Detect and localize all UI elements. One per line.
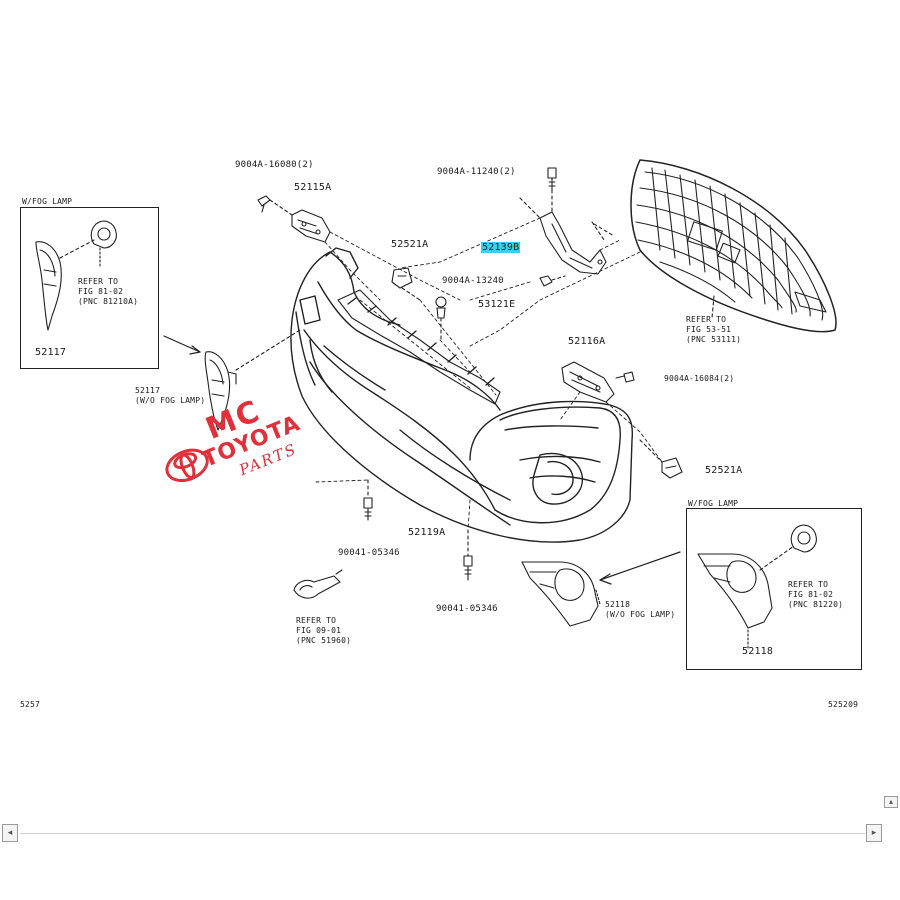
label-w-fog-lamp-left: W/FOG LAMP: [22, 197, 73, 206]
fog-lamp-left-box-art: [35, 220, 117, 331]
bracket-52115a-part: [257, 195, 331, 243]
label-9004a-13240: 9004A-13240: [442, 276, 504, 286]
triangle-left-icon: ◂: [7, 828, 13, 838]
label-9004a-11240: 9004A-11240(2): [437, 167, 516, 177]
label-90041-05346-left: 90041-05346: [338, 548, 400, 558]
bumper-cover-part: [290, 247, 634, 543]
label-52521a-upper: 52521A: [391, 239, 429, 250]
fog-lamp-right-box-art: [697, 524, 817, 649]
clip-52521a-upper-part: [391, 267, 421, 301]
label-90041-05346-right: 90041-05346: [436, 604, 498, 614]
highlighted-part-number: 52139B: [481, 242, 521, 253]
bracket-52139b-part: [519, 167, 615, 287]
label-52119a: 52119A: [408, 527, 446, 538]
fog-lamp-left-box: [20, 207, 159, 369]
label-52115a: 52115A: [294, 182, 332, 193]
label-refer-51960: REFER TO FIG 09-01 (PNC 51960): [296, 616, 352, 645]
scroll-left-button[interactable]: ◂: [2, 824, 18, 842]
bolt-right-part: [463, 529, 473, 581]
footer-left-code: 5257: [20, 700, 41, 709]
cover-52118-part: [521, 551, 681, 627]
label-52117-wo-fog: 52117 (W/O FOG LAMP): [135, 386, 206, 405]
clip-52521a-lower-part: [639, 439, 683, 479]
label-9004a-16084: 9004A-16084(2): [664, 374, 735, 383]
label-refer-81210a: REFER TO FIG 81-02 (PNC 81210A): [78, 277, 139, 306]
bracket-52116a-part: [561, 361, 635, 403]
label-refer-53111: REFER TO FIG 53-51 (PNC 53111): [686, 315, 742, 344]
label-9004a-16080: 9004A-16080(2): [235, 160, 314, 170]
fog-lamp-right-box: [686, 508, 862, 670]
label-52521a-lower: 52521A: [705, 465, 743, 476]
label-52139b: 52139B: [481, 242, 521, 253]
label-52117-box: 52117: [35, 347, 67, 358]
footer-right-code: 525209: [828, 700, 859, 709]
label-w-fog-lamp-right: W/FOG LAMP: [688, 499, 739, 508]
leader-lines: [315, 217, 663, 531]
grille-part: [630, 159, 837, 333]
label-52118-wo-fog: 52118 (W/O FOG LAMP): [605, 600, 676, 619]
bolt-left-part: [363, 479, 373, 521]
scroll-right-button[interactable]: ▸: [866, 824, 882, 842]
label-52116a: 52116A: [568, 336, 606, 347]
tow-hook-part: [293, 569, 343, 599]
scroll-track[interactable]: [20, 833, 865, 834]
label-53121e: 53121E: [478, 299, 516, 310]
fastener-53121e-part: [435, 296, 447, 341]
scroll-up-button[interactable]: ▴: [884, 796, 898, 808]
label-refer-81220: REFER TO FIG 81-02 (PNC 81220): [788, 580, 844, 609]
triangle-up-icon: ▴: [888, 797, 893, 806]
cover-52117-part: [163, 329, 301, 431]
triangle-right-icon: ▸: [871, 828, 877, 838]
label-52118-box: 52118: [742, 646, 774, 657]
